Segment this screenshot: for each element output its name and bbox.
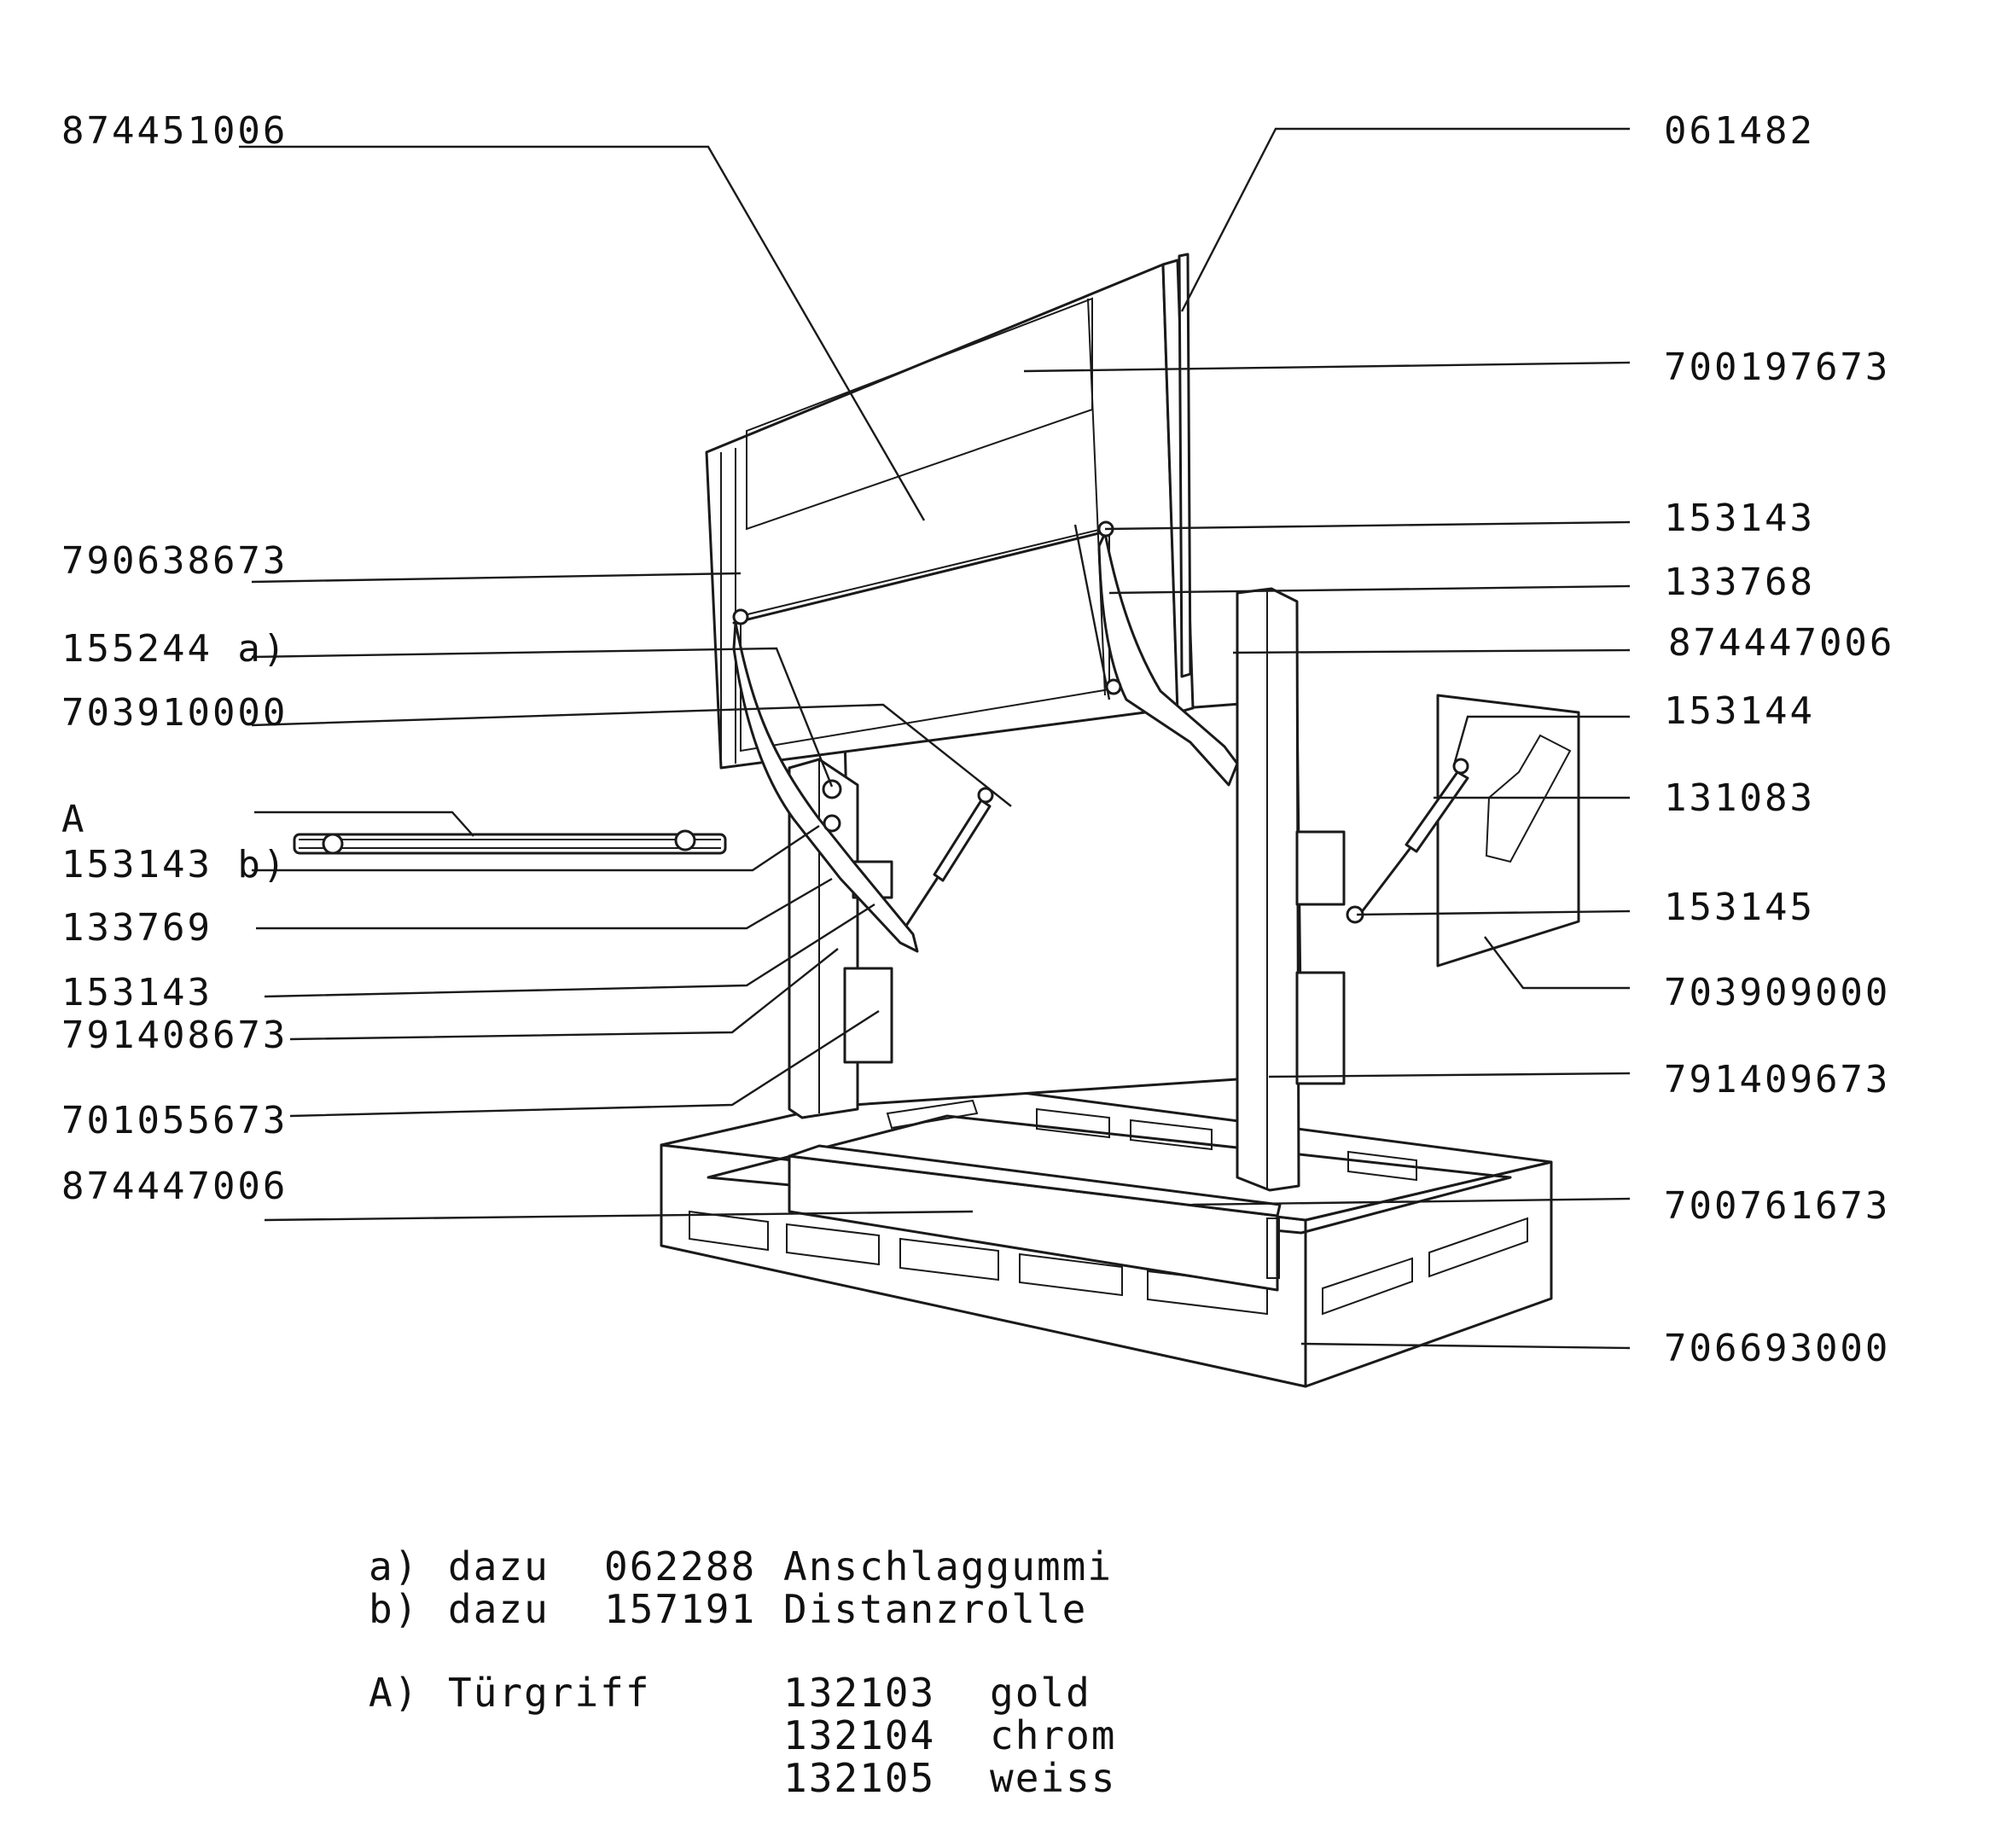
callout-153144: 153144 (1664, 689, 1815, 733)
callout-131083: 131083 (1664, 776, 1815, 820)
plinth-panel (788, 1144, 1282, 1292)
legend-handle-finish-3: weiss (990, 1755, 1116, 1801)
callout-874451006: 874451006 (61, 109, 288, 153)
callout-153143-b: 153143 b) (61, 843, 288, 886)
callout-703909000: 703909000 (1664, 971, 1890, 1014)
legend-handle-key: A) (369, 1670, 419, 1716)
legend-handle-finish-2: chrom (990, 1712, 1116, 1758)
legend-handle-part-3: 132105 (783, 1755, 935, 1801)
callout-874447006-right: 874447006 (1668, 621, 1894, 665)
legend-handle-name: Türgriff (448, 1670, 651, 1716)
legend-a-word: dazu (448, 1543, 550, 1589)
gas-strut-right (1346, 758, 1469, 924)
legend-handle-part-1: 132103 (783, 1670, 935, 1716)
legend-b-name: Distanzrolle (783, 1586, 1087, 1632)
callout-706693000: 706693000 (1664, 1327, 1890, 1370)
base-inner-cutouts (886, 1099, 1417, 1182)
base-side-cutouts (1322, 1217, 1528, 1316)
callout-155244-a: 155244 a) (61, 627, 288, 671)
legend-b-word: dazu (448, 1586, 550, 1632)
callout-061482: 061482 (1664, 109, 1815, 153)
legend-row-a: a) dazu 062288 Anschlaggummi (369, 1543, 1113, 1589)
door-handle (293, 829, 727, 855)
legend-handle-finish-1: gold (990, 1670, 1091, 1716)
legend-a-key: a) (369, 1543, 419, 1589)
callout-874447006-left: 874447006 (61, 1165, 288, 1208)
legend-handle: A) Türgriff 132103 gold 132104 chrom 132… (369, 1670, 1116, 1801)
legend-handle-part-2: 132104 (783, 1712, 935, 1758)
legend-b-part: 157191 (604, 1586, 756, 1632)
upright-right (1236, 587, 1346, 1192)
callout-701055673: 701055673 (61, 1099, 288, 1142)
callout-153143-top: 153143 (1664, 497, 1815, 540)
leader-lines (239, 127, 1631, 1350)
legend-row-b: b) dazu 157191 Distanzrolle (369, 1586, 1087, 1632)
callout-703910000: 703910000 (61, 691, 288, 735)
callout-153143-mid: 153143 (61, 971, 212, 1014)
lid-side-rail (1161, 253, 1195, 714)
callout-153145: 153145 (1664, 886, 1815, 929)
parts-legend: a) dazu 062288 Anschlaggummi b) dazu 157… (369, 1543, 1116, 1801)
callout-791408673: 791408673 (61, 1014, 288, 1057)
callout-790638673: 790638673 (61, 539, 288, 583)
callout-700197673: 700197673 (1664, 346, 1890, 389)
legend-a-name: Anschlaggummi (783, 1543, 1113, 1589)
callout-700761673: 700761673 (1664, 1184, 1890, 1228)
callout-handle-A: A (61, 798, 87, 841)
callout-791409673: 791409673 (1664, 1058, 1890, 1101)
callout-133768: 133768 (1664, 561, 1815, 604)
callout-labels: 874451006 061482 700197673 790638673 153… (61, 109, 1894, 1370)
gas-strut-left (904, 787, 994, 927)
legend-a-part: 062288 (604, 1543, 756, 1589)
callout-133769: 133769 (61, 906, 212, 950)
assembly-drawing (293, 253, 1580, 1388)
legend-b-key: b) (369, 1586, 419, 1632)
back-panel-right (1436, 694, 1580, 968)
